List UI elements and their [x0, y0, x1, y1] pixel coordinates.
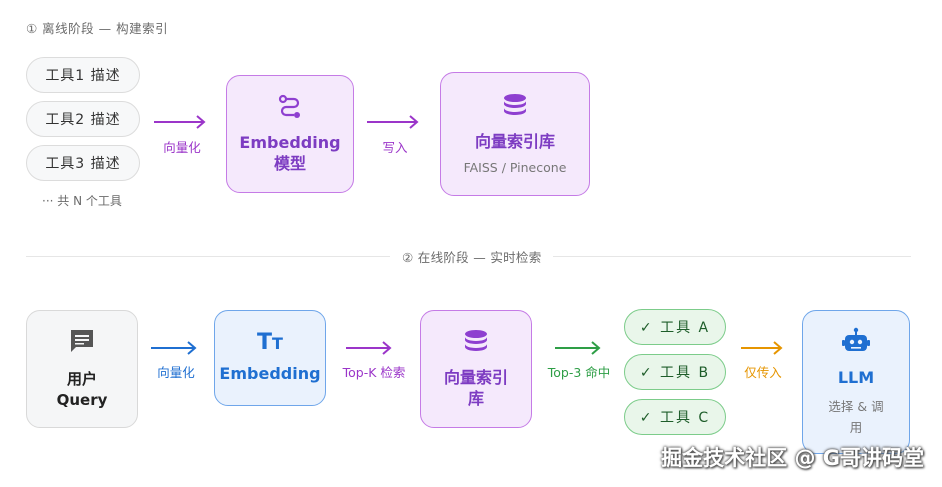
vector-index-title: 向量索引库 [474, 132, 555, 151]
result-tool-a: ✓ 工具 A [624, 309, 726, 345]
embedding-box: TT Embedding [214, 310, 326, 406]
online-vectorize-label: 向量化 [157, 365, 195, 380]
user-query-box: 用户 Query [26, 310, 138, 428]
pass-only-label: 仅传入 [744, 365, 782, 380]
llm-box: LLM 选择 & 调 用 [802, 310, 910, 454]
user-query-title: 用户 Query [56, 370, 108, 409]
vectorize-arrow [153, 112, 209, 132]
route-icon [276, 94, 304, 124]
online-vector-index-title: 向量索引 库 [443, 368, 508, 408]
embedding-model-box: Embedding 模型 [226, 75, 354, 193]
database-icon [463, 329, 489, 359]
tool-item-1: 工具1 描述 [26, 57, 140, 93]
watermark: 掘金技术社区 @ G哥讲码堂 [661, 446, 924, 470]
vectorize-label: 向量化 [163, 140, 201, 155]
divider-right [553, 256, 911, 257]
online-section-title: ② 在线阶段 — 实时检索 [396, 247, 548, 266]
result-tool-b: ✓ 工具 B [624, 354, 726, 390]
embedding-model-title: Embedding 模型 [239, 133, 341, 173]
message-icon [68, 327, 96, 359]
more-tools-note: ··· 共 N 个工具 [42, 194, 122, 208]
embedding-title: Embedding [219, 364, 321, 383]
llm-subtitle: 选择 & 调 用 [828, 398, 884, 435]
result-tool-c: ✓ 工具 C [624, 399, 726, 435]
divider-left [26, 256, 390, 257]
llm-title: LLM [837, 367, 875, 387]
topk-arrow [345, 338, 395, 358]
text-icon: TT [257, 330, 283, 355]
tool-item-2: 工具2 描述 [26, 101, 140, 137]
tool-item-3: 工具3 描述 [26, 145, 140, 181]
online-vector-index-box: 向量索引 库 [420, 310, 532, 428]
pass-only-arrow [740, 338, 786, 358]
database-icon [502, 93, 528, 123]
write-arrow [366, 112, 422, 132]
online-vectorize-arrow [150, 338, 200, 358]
top3-arrow [554, 338, 604, 358]
vector-index-box: 向量索引库 FAISS / Pinecone [440, 72, 590, 196]
robot-icon [841, 327, 871, 359]
write-label: 写入 [382, 140, 408, 155]
offline-section-title: ① 离线阶段 — 构建索引 [26, 21, 169, 36]
top3-label: Top-3 命中 [547, 365, 611, 380]
vector-index-subtitle: FAISS / Pinecone [463, 160, 567, 175]
topk-label: Top-K 检索 [342, 365, 406, 380]
